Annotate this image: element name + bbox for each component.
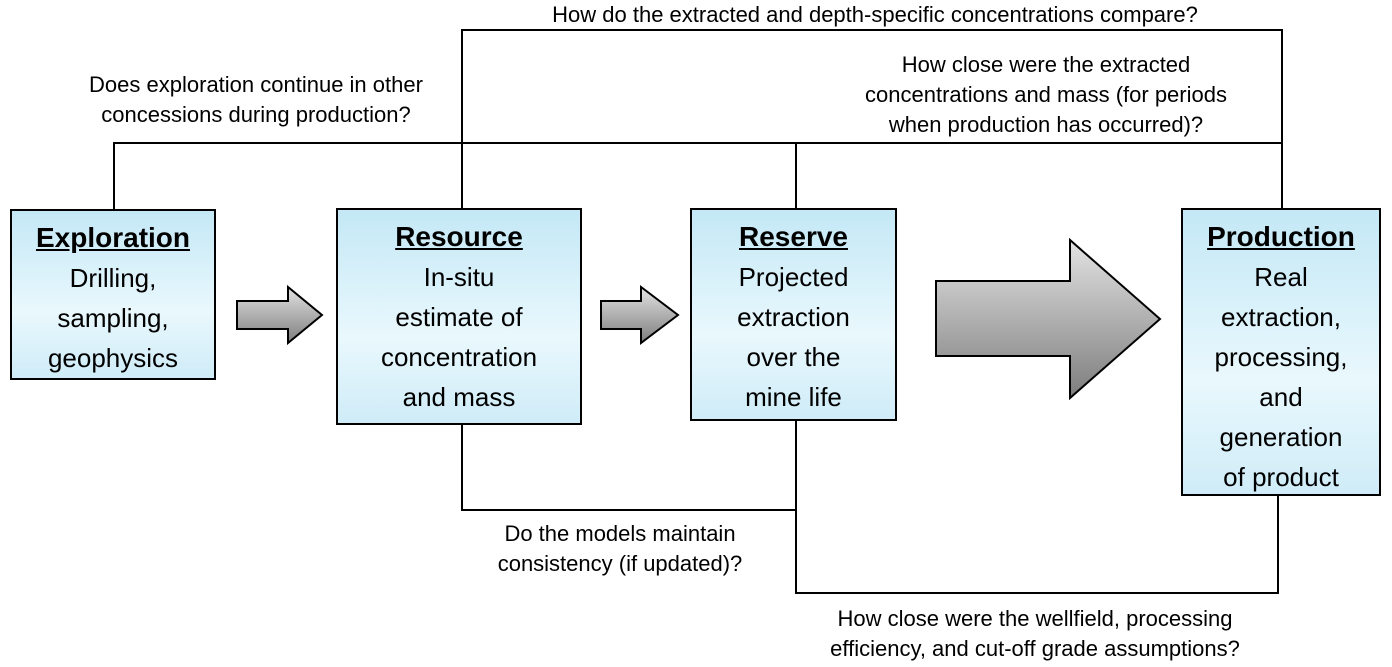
- box-production-line: Real: [1254, 262, 1308, 292]
- box-exploration-line: geophysics: [47, 343, 179, 373]
- box-reserve-line: Projected: [738, 262, 849, 292]
- box-production-line: and: [1259, 382, 1303, 412]
- question-wellfield-assumptions: How close were the wellfield, processing…: [788, 604, 1282, 664]
- arrow-reserve-to-production-icon: [935, 237, 1162, 401]
- question-line: How close were the extracted: [901, 52, 1191, 77]
- box-reserve-line: extraction: [737, 302, 850, 332]
- box-production-line: of product: [1223, 462, 1339, 492]
- question-line: concentrations and mass (for periods: [865, 82, 1227, 107]
- question-line: Does exploration continue in other: [89, 72, 423, 97]
- arrow-exploration-to-resource-icon: [236, 284, 324, 346]
- connector-resource-production-top: [461, 29, 1283, 209]
- question-reserve-production-top: How close were the extracted concentrati…: [845, 50, 1247, 140]
- box-resource-title: Resource: [395, 221, 523, 252]
- box-exploration: Exploration Drilling, sampling, geophysi…: [10, 209, 216, 380]
- question-resource-production-top: How do the extracted and depth-specific …: [460, 0, 1290, 30]
- question-line: consistency (if updated)?: [497, 551, 743, 576]
- question-line: Do the models maintain: [504, 521, 736, 546]
- box-resource-line: estimate of: [395, 302, 523, 332]
- question-line: when production has occurred)?: [888, 112, 1204, 137]
- box-exploration-line: Drilling,: [69, 263, 157, 293]
- question-line: How close were the wellfield, processing: [837, 606, 1233, 631]
- box-production: Production Real extraction, processing, …: [1181, 208, 1381, 496]
- box-reserve-line: mine life: [745, 382, 842, 412]
- box-production-line: generation: [1219, 422, 1343, 452]
- box-production-line: extraction,: [1221, 302, 1341, 332]
- box-production-title: Production: [1207, 221, 1355, 252]
- question-line: concessions during production?: [101, 102, 411, 127]
- box-resource-line: concentration: [380, 342, 538, 372]
- connector-reserve-production-bottom: [795, 420, 1279, 594]
- question-models-consistency: Do the models maintain consistency (if u…: [468, 519, 772, 579]
- box-reserve-line: over the: [746, 342, 841, 372]
- question-exploration-production: Does exploration continue in other conce…: [58, 70, 454, 130]
- box-resource-line: and mass: [402, 382, 516, 412]
- box-resource: Resource In-situ estimate of concentrati…: [336, 208, 582, 425]
- box-resource-line: In-situ: [423, 262, 495, 292]
- box-reserve: Reserve Projected extraction over the mi…: [690, 208, 897, 421]
- question-line: How do the extracted and depth-specific …: [552, 2, 1198, 27]
- box-exploration-line: sampling,: [57, 303, 169, 333]
- connector-resource-reserve-bottom: [461, 424, 797, 511]
- box-reserve-title: Reserve: [739, 221, 848, 252]
- box-production-line: processing,: [1214, 342, 1348, 372]
- connector-exploration-production-top: [113, 142, 1282, 209]
- box-exploration-title: Exploration: [35, 222, 190, 253]
- question-line: efficiency, and cut-off grade assumption…: [830, 636, 1240, 661]
- arrow-resource-to-reserve-icon: [600, 284, 680, 346]
